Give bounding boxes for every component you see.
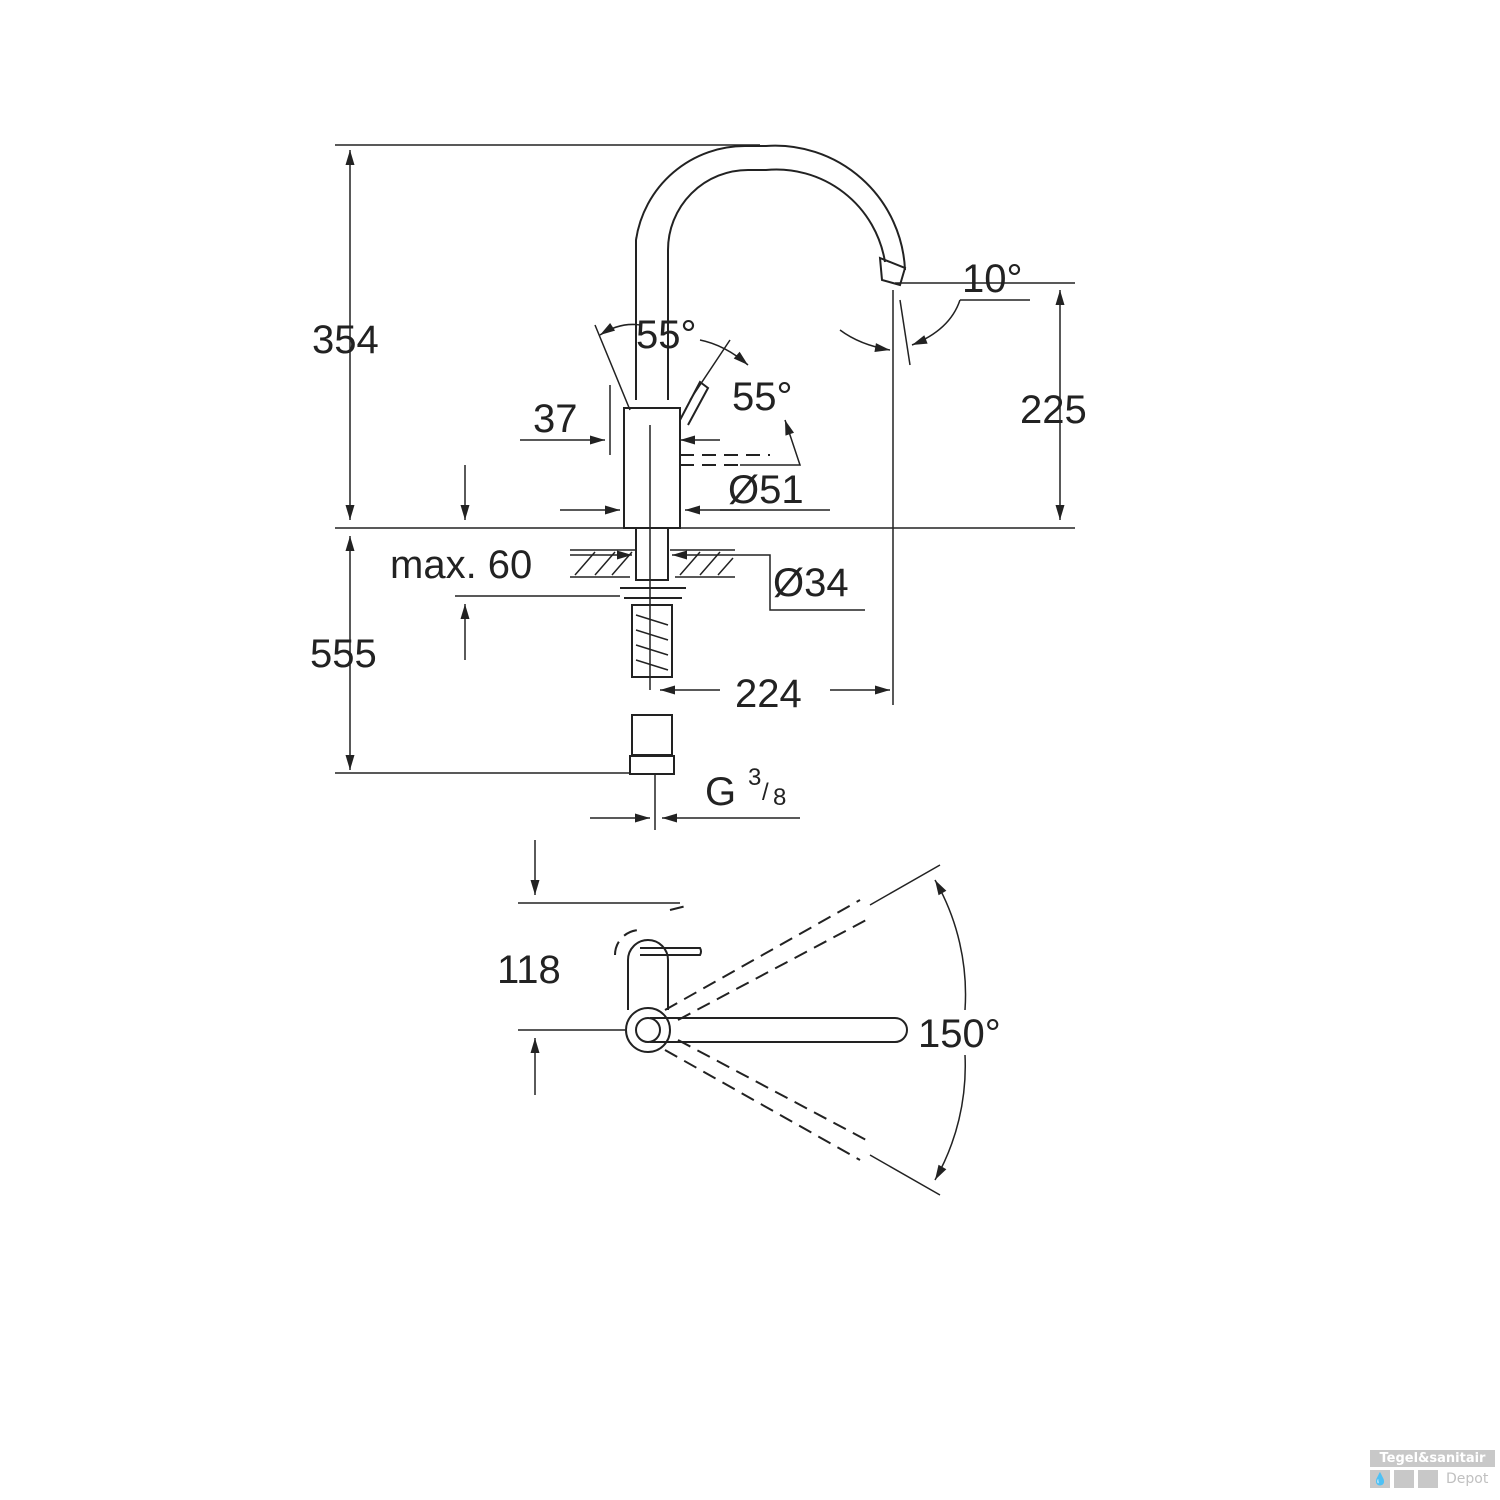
svg-text:G: G <box>705 770 736 814</box>
dim-spout-reach: 224 <box>735 672 802 716</box>
dimension-lines <box>335 144 1075 823</box>
dim-hole-diameter: Ø34 <box>773 561 849 605</box>
watermark-logo: Tegel&sanitair 💧 Depot <box>1370 1450 1495 1488</box>
dim-spout-height: 225 <box>1020 388 1087 432</box>
dim-total-height: 354 <box>312 318 379 362</box>
dim-max-deck: max. 60 <box>390 543 532 587</box>
dim-swivel-angle: 150° <box>918 1012 1001 1056</box>
svg-text:8: 8 <box>773 784 786 811</box>
dim-top-depth: 118 <box>497 948 561 992</box>
dim-lever-angle-right: 55° <box>732 375 793 419</box>
dim-hose-length: 555 <box>310 632 377 676</box>
svg-text:3: 3 <box>748 764 761 791</box>
dim-body-diameter: Ø51 <box>728 468 804 512</box>
svg-text:/: / <box>762 779 769 806</box>
water-drop-icon: 💧 <box>1370 1470 1390 1488</box>
braided-hose <box>631 604 673 678</box>
faucet-side-view <box>570 144 907 830</box>
dim-connection-thread: G 3 / 8 <box>705 764 786 814</box>
dim-spout-angle: 10° <box>962 257 1023 301</box>
faucet-top-view <box>518 840 967 1196</box>
dim-lever-offset: 37 <box>533 397 578 441</box>
dim-lever-angle-left: 55° <box>636 313 697 357</box>
